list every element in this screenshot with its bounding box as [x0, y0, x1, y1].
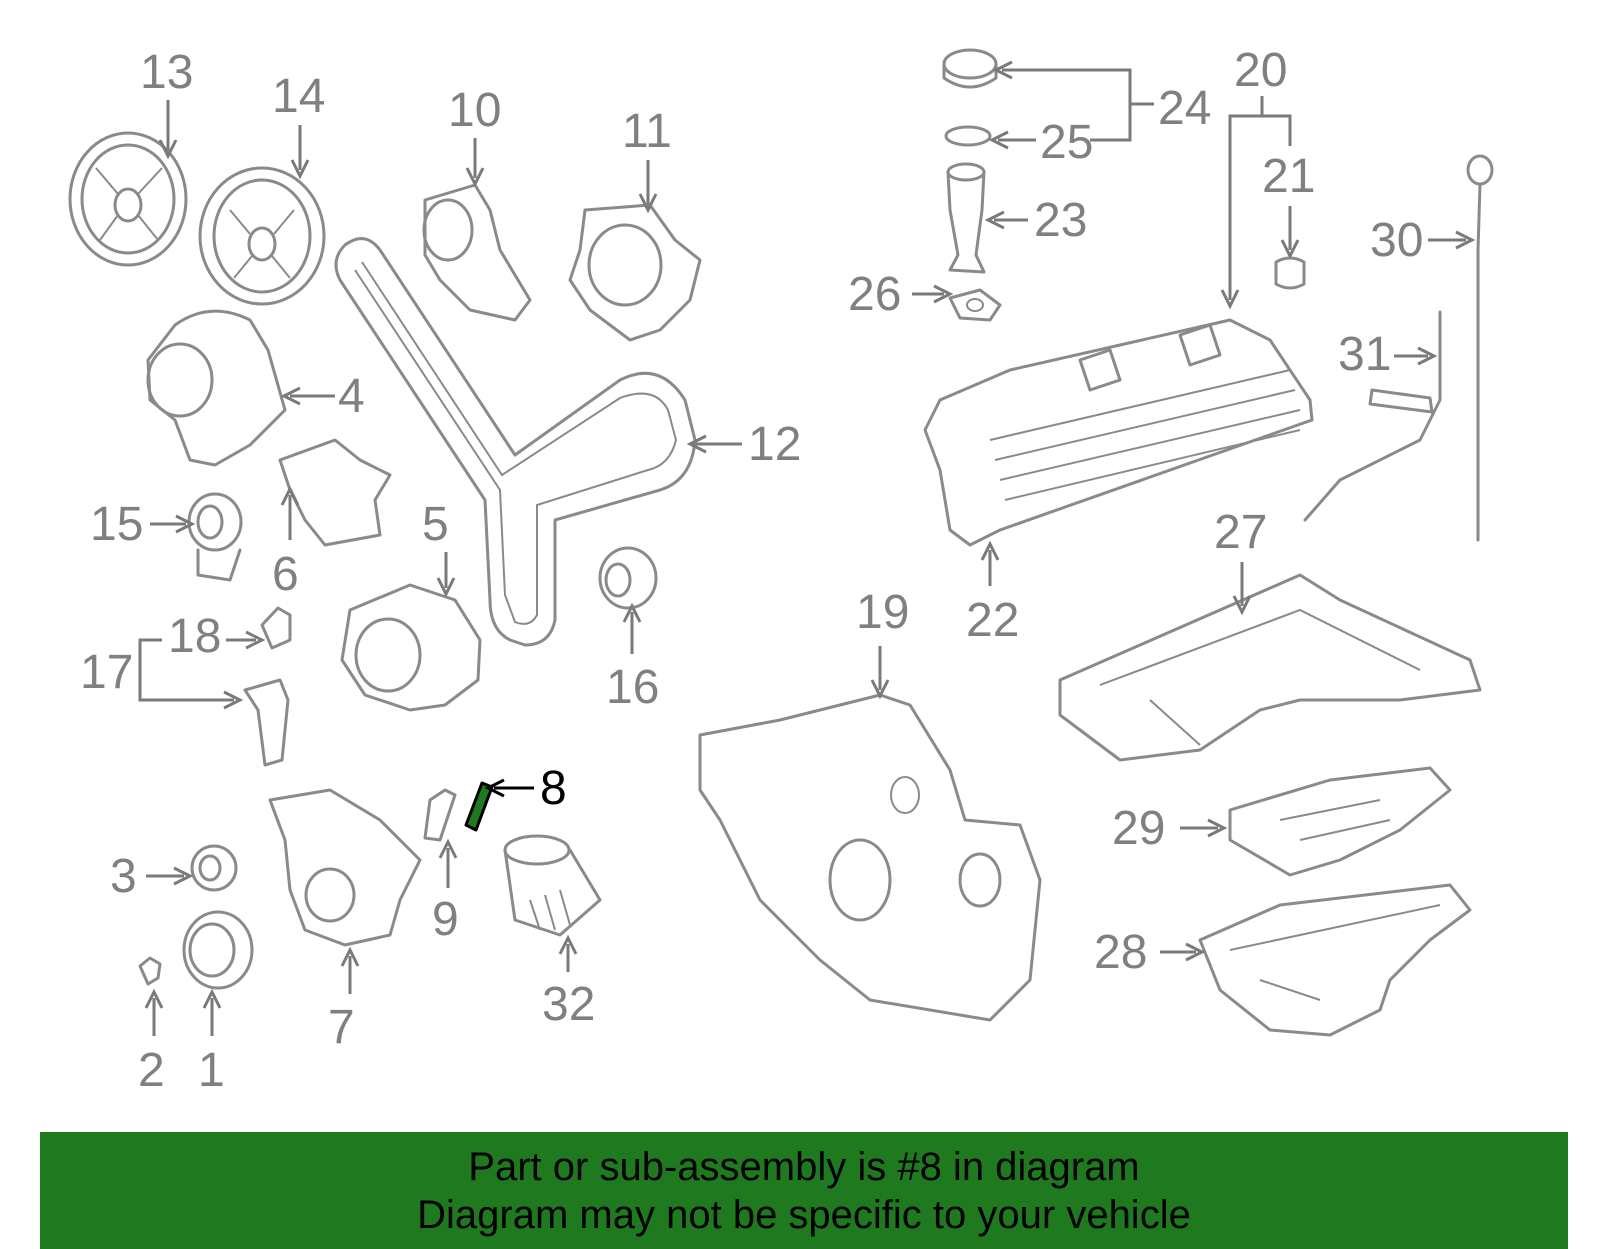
part-10-cover — [422, 183, 532, 322]
callout-22: 22 — [966, 594, 1019, 647]
callout-25: 25 — [1040, 116, 1093, 169]
callout-4: 4 — [338, 370, 365, 423]
part-7-cover — [268, 788, 422, 947]
leader-13 — [158, 100, 178, 160]
leader-22 — [980, 540, 1000, 586]
leader-4 — [280, 386, 335, 406]
callout-27: 27 — [1214, 506, 1267, 559]
callout-15: 15 — [90, 498, 143, 551]
part-19-front-cover — [698, 693, 1042, 1022]
part-1-pulley — [182, 910, 254, 990]
part-27-oil-pan-upper — [1058, 573, 1482, 762]
callout-24: 24 — [1158, 82, 1211, 135]
part-2-bolt — [138, 956, 162, 986]
callout-23: 23 — [1034, 194, 1087, 247]
leader-9 — [438, 838, 458, 888]
leader-12 — [686, 434, 742, 454]
leader-6 — [280, 485, 300, 540]
leader-24 — [992, 60, 1154, 106]
leader-18 — [226, 630, 266, 650]
leader-5 — [436, 552, 456, 598]
leader-10 — [465, 138, 485, 188]
leader-11 — [638, 160, 658, 214]
callout-19: 19 — [856, 586, 909, 639]
banner-line-disclaimer: Diagram may not be specific to your vehi… — [417, 1192, 1191, 1237]
part-31-tube — [1303, 310, 1442, 522]
leader-29 — [1180, 818, 1228, 838]
leader-30 — [1428, 230, 1476, 250]
leader-25 — [988, 104, 1132, 150]
callout-13: 13 — [140, 46, 193, 99]
part-13-pulley — [68, 131, 188, 267]
callout-26: 26 — [848, 268, 901, 321]
leader-23 — [984, 210, 1028, 230]
part-6-bracket — [278, 438, 392, 547]
callout-7: 7 — [328, 1001, 355, 1054]
part-9-guide — [423, 788, 457, 842]
callout-10: 10 — [448, 84, 501, 137]
callout-31: 31 — [1338, 328, 1391, 381]
leader-28 — [1160, 942, 1206, 962]
part-28-oil-pan-lower — [1198, 883, 1472, 1037]
part-21-grommet — [1274, 256, 1306, 290]
callout-21: 21 — [1262, 150, 1315, 203]
banner-line-part: Part or sub-assembly is #8 in diagram — [468, 1144, 1140, 1189]
callout-16: 16 — [606, 661, 659, 714]
leader-20 — [1220, 96, 1292, 310]
part-8-highlighted[interactable] — [464, 781, 494, 832]
callout-30: 30 — [1370, 214, 1423, 267]
part-16-seal — [598, 546, 658, 610]
leader-21 — [1280, 206, 1300, 260]
callout-17: 17 — [80, 646, 133, 699]
leader-27 — [1232, 562, 1252, 616]
callout-29: 29 — [1112, 802, 1165, 855]
part-15-idler — [187, 492, 243, 582]
leader-7 — [340, 946, 360, 994]
callout-5: 5 — [422, 498, 449, 551]
info-banner: Part or sub-assembly is #8 in diagram Di… — [40, 1132, 1568, 1249]
leader-19 — [870, 646, 890, 700]
leader-16 — [622, 602, 642, 654]
leader-2 — [144, 988, 164, 1036]
part-3-gear — [190, 844, 238, 892]
leader-3 — [146, 866, 194, 886]
callout-28: 28 — [1094, 926, 1147, 979]
leader-15 — [150, 514, 196, 534]
callout-12: 12 — [748, 418, 801, 471]
callout-11: 11 — [622, 105, 672, 158]
leader-1 — [202, 988, 222, 1036]
part-24-cap — [942, 48, 998, 89]
part-32-filter — [503, 834, 602, 937]
callout-20: 20 — [1234, 44, 1287, 97]
part-26-gasket — [948, 288, 1002, 322]
part-14-pulley — [198, 166, 326, 306]
part-18-sensor — [260, 606, 292, 650]
part-29-baffle — [1228, 766, 1452, 877]
callout-18: 18 — [168, 610, 221, 663]
callout-3: 3 — [110, 850, 137, 903]
part-22-valve-cover — [923, 318, 1314, 547]
leader-17 — [138, 638, 244, 710]
callout-14: 14 — [272, 70, 325, 123]
callout-1: 1 — [198, 1044, 225, 1097]
leader-31 — [1394, 346, 1438, 366]
part-23-filler-neck — [946, 162, 986, 274]
leader-8 — [484, 778, 534, 798]
callout-6: 6 — [272, 548, 299, 601]
callout-9: 9 — [432, 893, 459, 946]
callout-32: 32 — [542, 978, 595, 1031]
leader-14 — [290, 125, 310, 180]
callout-8: 8 — [540, 762, 567, 815]
part-12-timing-belt — [334, 237, 697, 647]
leader-32 — [558, 934, 578, 972]
part-25-seal — [944, 125, 992, 147]
part-4-cover — [146, 309, 287, 467]
part-5-pump — [340, 583, 482, 712]
leader-26 — [912, 284, 954, 304]
part-11-cover — [568, 203, 702, 342]
part-17-sensor — [243, 678, 290, 767]
part-30-dipstick — [1466, 154, 1494, 542]
callout-2: 2 — [138, 1044, 165, 1097]
